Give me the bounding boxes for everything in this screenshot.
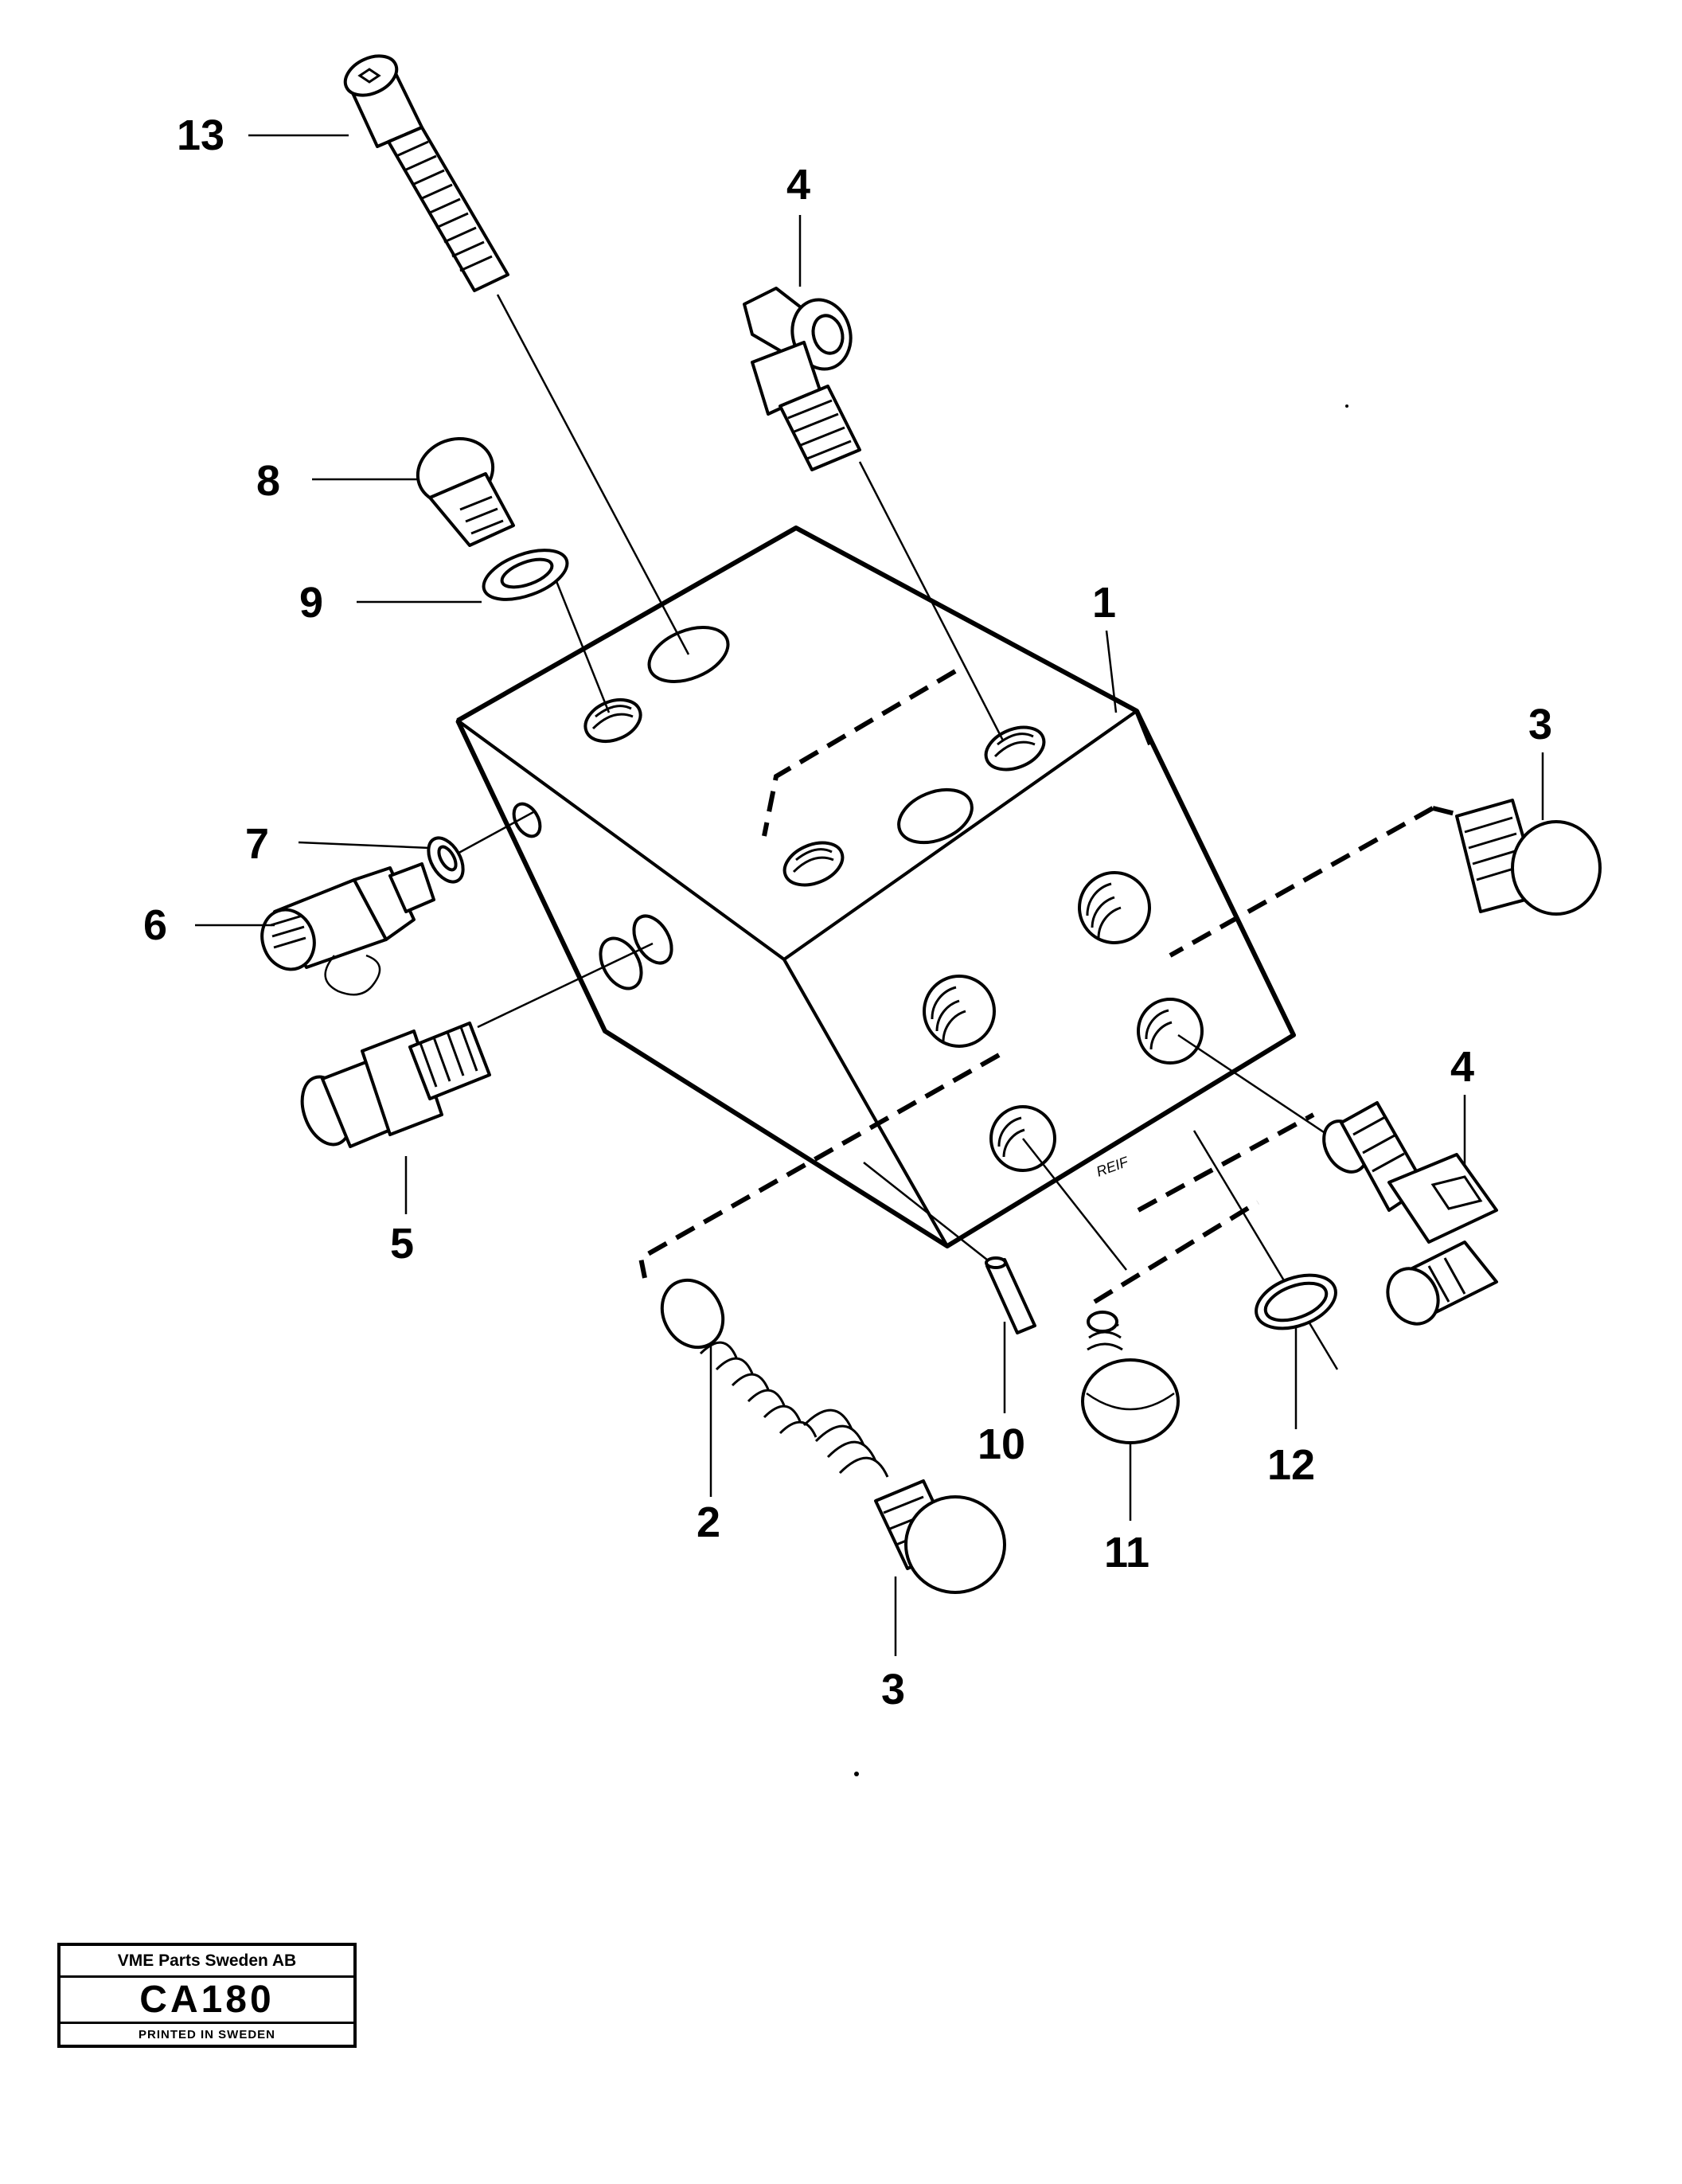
callout-12: 12 bbox=[1267, 1441, 1315, 1489]
part-3-plug-right bbox=[1455, 799, 1602, 916]
part-2-spring-poppet bbox=[660, 1278, 889, 1478]
part-7-small-washer bbox=[427, 836, 465, 884]
callout-10: 10 bbox=[978, 1420, 1025, 1468]
title-block-code: CA180 bbox=[60, 1978, 353, 2025]
callout-9: 9 bbox=[299, 579, 323, 627]
body-marking: REIF bbox=[1095, 1154, 1131, 1180]
part-6-test-nipple bbox=[260, 862, 435, 996]
title-block-printed: PRINTED IN SWEDEN bbox=[138, 2027, 275, 2041]
part-13-cap-screw bbox=[343, 54, 509, 292]
part-8-plug bbox=[416, 436, 515, 547]
callout-leaders bbox=[195, 134, 1544, 1656]
callout-4-top: 4 bbox=[786, 161, 810, 209]
part-10-pin bbox=[985, 1256, 1036, 1334]
part-9-washer bbox=[482, 549, 569, 601]
title-block: VME Parts Sweden AB CA180 PRINTED IN SWE… bbox=[57, 1943, 357, 2048]
dashed-lines bbox=[638, 669, 1465, 1304]
speck bbox=[854, 1772, 859, 1776]
callout-8: 8 bbox=[256, 457, 280, 505]
part-12-o-ring bbox=[1255, 1273, 1337, 1330]
callout-7: 7 bbox=[245, 820, 269, 868]
valve-block: REIF bbox=[455, 525, 1296, 1248]
callout-11: 11 bbox=[1104, 1529, 1149, 1576]
part-4-elbow-fitting-top bbox=[743, 287, 861, 471]
speck bbox=[1345, 404, 1348, 408]
callout-1: 1 bbox=[1092, 579, 1116, 627]
assembly-lines bbox=[445, 294, 1346, 1370]
callout-6: 6 bbox=[143, 901, 167, 949]
callout-4-right: 4 bbox=[1450, 1043, 1474, 1091]
part-4-elbow-fitting-right bbox=[1322, 1101, 1498, 1326]
callout-2: 2 bbox=[697, 1498, 720, 1546]
part-5-straight-fitting bbox=[300, 1022, 491, 1148]
callouts: 13 4 8 9 1 3 7 6 4 5 10 2 12 11 3 bbox=[143, 111, 1552, 1713]
title-block-company: VME Parts Sweden AB bbox=[60, 1946, 353, 1979]
callout-3-bottom: 3 bbox=[881, 1666, 905, 1713]
callout-13: 13 bbox=[177, 111, 224, 159]
callout-5: 5 bbox=[390, 1220, 414, 1268]
callout-3-right: 3 bbox=[1528, 701, 1552, 748]
part-3-plug-bottom bbox=[874, 1479, 1006, 1594]
part-11-valve-insert bbox=[1081, 1311, 1180, 1444]
